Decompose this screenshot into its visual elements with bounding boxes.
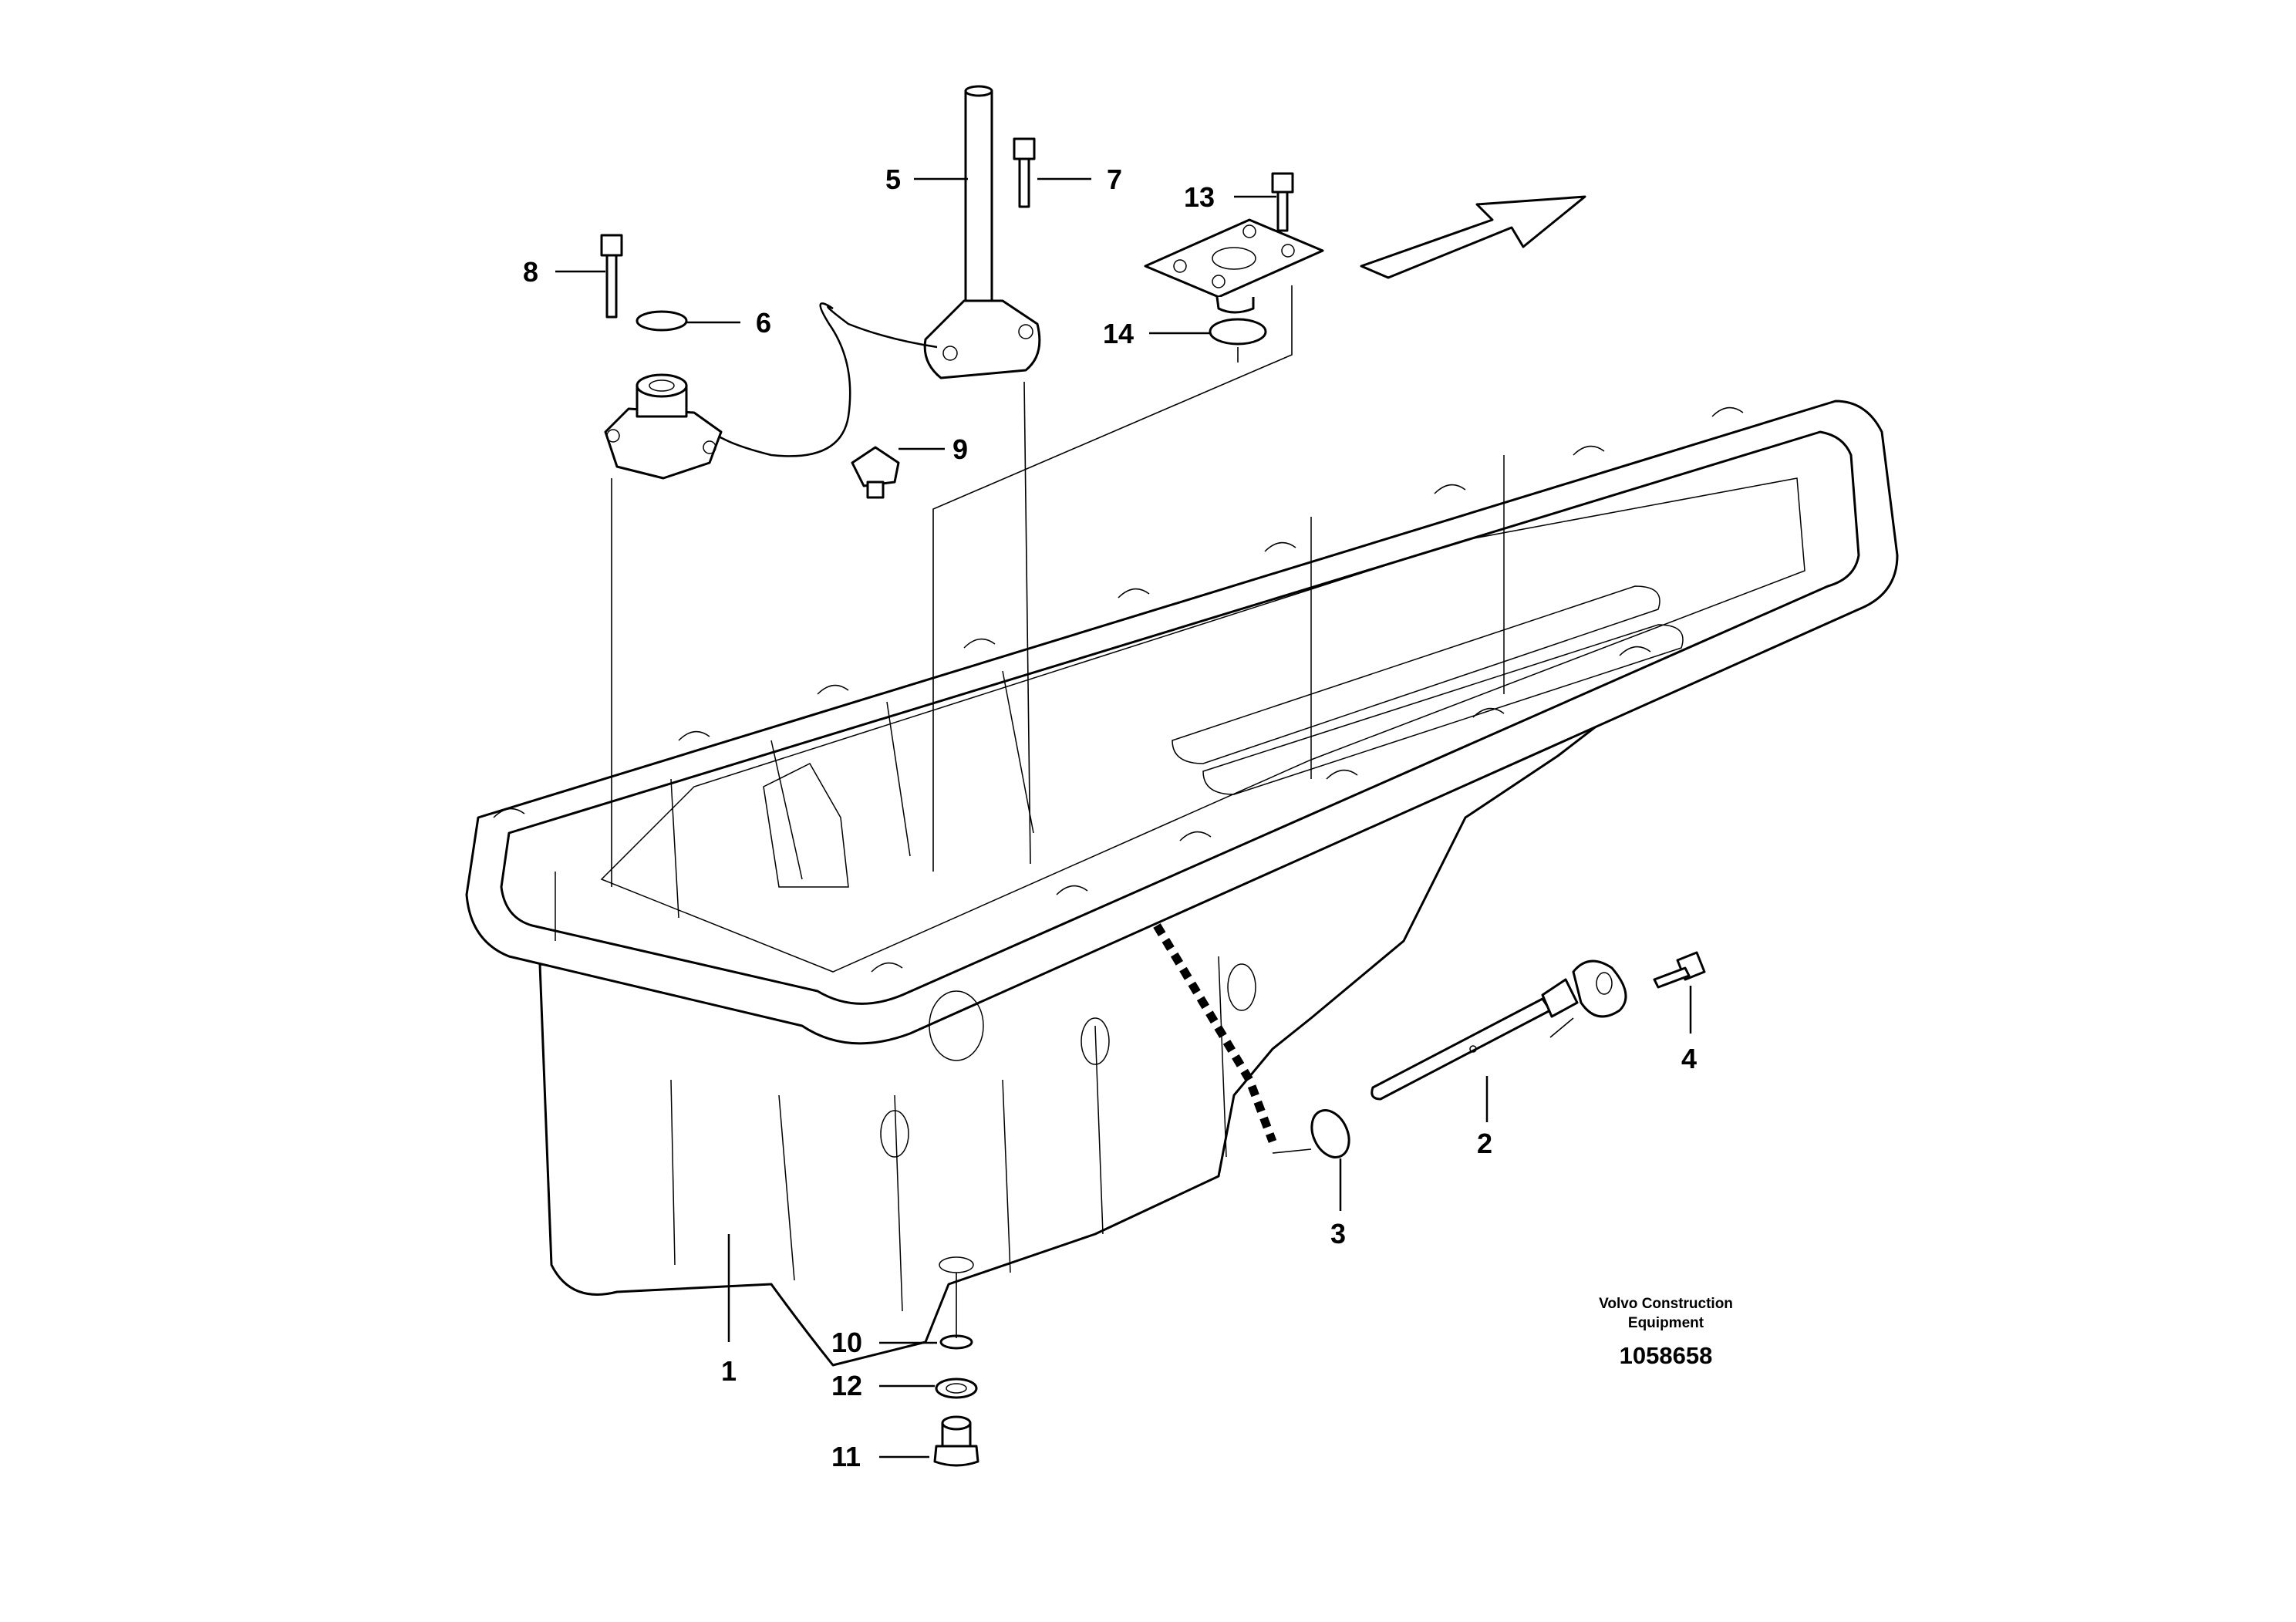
callout-3: 3 (1330, 1218, 1346, 1249)
callout-4: 4 (1681, 1043, 1697, 1074)
drain-plug-11-part (933, 1415, 979, 1467)
callout-1: 1 (721, 1355, 737, 1387)
bolt-8-part (600, 234, 623, 319)
direction-arrow-icon (1360, 195, 1586, 279)
callout-2: 2 (1477, 1128, 1492, 1159)
bolt-7-part (1013, 137, 1036, 208)
o-ring-3-part (1310, 1109, 1350, 1158)
callout-6: 6 (756, 307, 771, 339)
o-ring-14-part (1209, 318, 1267, 346)
cover-plate-part (1144, 218, 1324, 314)
maker-name-line1: Volvo Construction (1599, 1296, 1733, 1312)
sensor-housing-part (604, 373, 723, 480)
maker-name-line2: Equipment (1628, 1315, 1704, 1331)
callout-14: 14 (1103, 318, 1134, 349)
callout-8: 8 (523, 256, 538, 288)
callout-11: 11 (831, 1441, 861, 1472)
credit-block: Volvo Construction Equipment 1058658 (1599, 1296, 1733, 1369)
callout-7: 7 (1107, 164, 1122, 195)
callout-10: 10 (831, 1327, 862, 1358)
callout-9: 9 (952, 433, 968, 465)
bolt-4-part (1653, 951, 1706, 989)
callout-labels: 1 2 3 4 5 6 7 8 9 10 11 12 13 14 (523, 164, 1697, 1472)
bolt-13-part (1271, 172, 1294, 232)
sensor-tube-part (923, 85, 1041, 379)
drawing-number: 1058658 (1620, 1342, 1713, 1369)
oil-pan-part (465, 400, 1899, 1367)
o-ring-6-part (636, 310, 688, 332)
callout-5: 5 (885, 164, 901, 195)
dipstick-route-line (1153, 923, 1277, 1143)
callout-13: 13 (1184, 181, 1215, 213)
clip-9-part (851, 446, 900, 499)
washer-12-part (935, 1378, 978, 1399)
leader-lines (555, 177, 1692, 1458)
callout-12: 12 (831, 1370, 862, 1401)
dipstick-part (1371, 959, 1627, 1101)
